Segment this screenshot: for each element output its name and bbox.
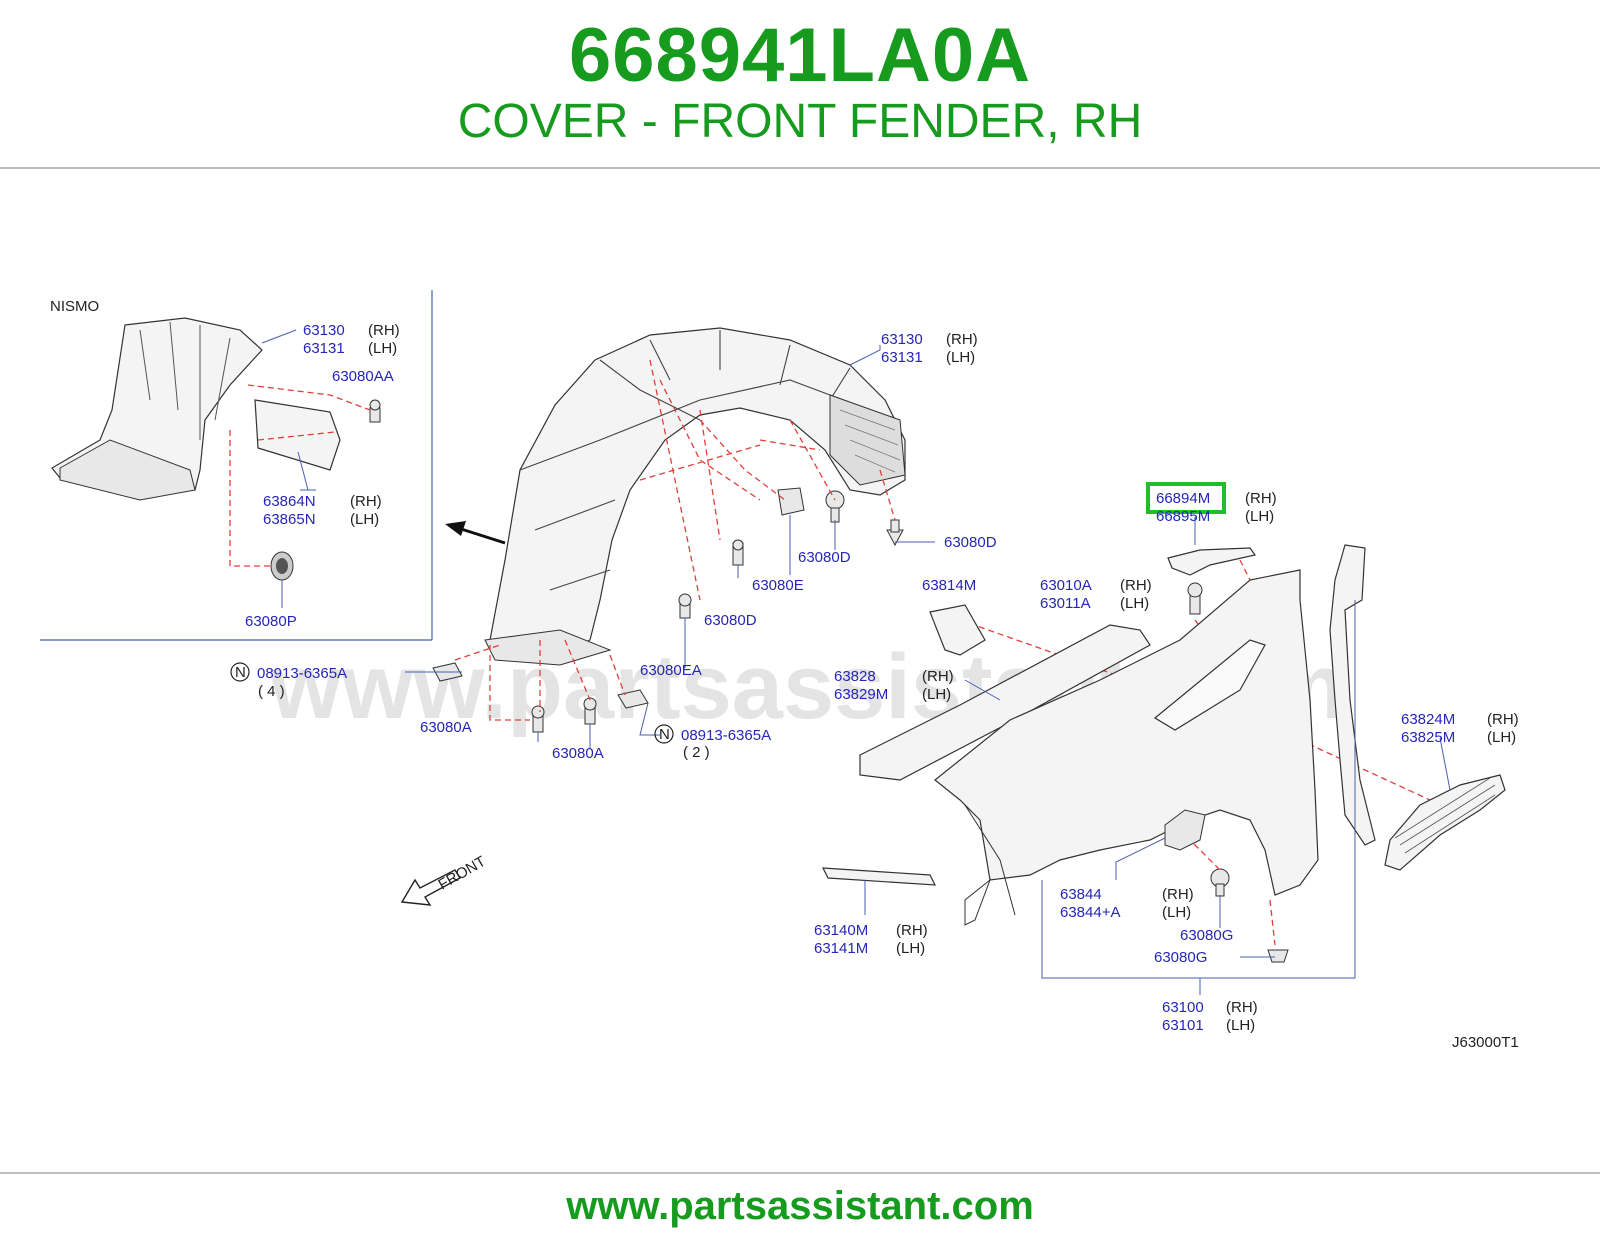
seal-66894m	[1167, 547, 1257, 576]
callout-63824m[interactable]: 63824M	[1401, 711, 1455, 728]
svg-text:(RH): (RH)	[1162, 886, 1194, 903]
front-label: FRONT	[436, 853, 489, 894]
svg-text:08913-6365A: 08913-6365A	[681, 727, 771, 744]
screw-63080d-a	[825, 490, 845, 523]
page-subtitle: COVER - FRONT FENDER, RH	[457, 95, 1143, 148]
clip-63080g-b	[1267, 949, 1289, 963]
svg-text:(LH): (LH)	[350, 511, 379, 528]
svg-text:( 4 ): ( 4 )	[258, 683, 285, 700]
callout-08913-6365a-qty4[interactable]: N 08913-6365A ( 4 )	[230, 662, 347, 700]
svg-text:08913-6365A: 08913-6365A	[257, 665, 347, 682]
callout-63130-inset[interactable]: 63130	[303, 322, 345, 339]
callout-63080a-right[interactable]: 63080A	[552, 745, 604, 762]
callout-63131[interactable]: 63131	[881, 349, 923, 366]
callout-63865n[interactable]: 63865N	[263, 511, 316, 528]
callout-63814m[interactable]: 63814M	[922, 577, 976, 594]
callout-66894m[interactable]: 66894M	[1156, 490, 1210, 507]
callout-63080e[interactable]: 63080E	[752, 577, 804, 594]
callout-63080g-upper[interactable]: 63080G	[1180, 927, 1233, 944]
svg-text:(RH): (RH)	[368, 322, 400, 339]
svg-text:(RH): (RH)	[1226, 999, 1258, 1016]
svg-text:(LH): (LH)	[1226, 1017, 1255, 1034]
callout-63844[interactable]: 63844	[1060, 886, 1102, 903]
callout-63010a[interactable]: 63010A	[1040, 577, 1092, 594]
clip-63080g-a	[1210, 868, 1230, 897]
callout-63080d-right[interactable]: 63080D	[944, 534, 997, 551]
front-fender-panel	[934, 569, 1319, 926]
callout-63080p[interactable]: 63080P	[245, 613, 297, 630]
fender-liner-main	[484, 327, 906, 666]
callout-63825m[interactable]: 63825M	[1401, 729, 1455, 746]
fasteners	[432, 487, 1289, 963]
callout-63829m[interactable]: 63829M	[834, 686, 888, 703]
screw-63080d-c	[732, 539, 744, 566]
header-divider	[0, 167, 1600, 169]
svg-text:(RH): (RH)	[922, 668, 954, 685]
svg-text:(LH): (LH)	[1120, 595, 1149, 612]
callout-63080ea[interactable]: 63080EA	[640, 662, 702, 679]
svg-text:(RH): (RH)	[350, 493, 382, 510]
callout-08913-6365a-qty2[interactable]: N 08913-6365A ( 2 )	[654, 724, 771, 761]
callout-63011a[interactable]: 63011A	[1040, 595, 1091, 612]
svg-text:(RH): (RH)	[1245, 490, 1277, 507]
inset-label-nismo: NISMO	[50, 298, 99, 315]
svg-text:(LH): (LH)	[1487, 729, 1516, 746]
bracket-63844	[1164, 809, 1206, 851]
n-symbol: N	[235, 664, 246, 681]
strip-63140m	[821, 867, 937, 886]
callout-63080d-left[interactable]: 63080D	[704, 612, 757, 629]
inset-liner-floor	[59, 439, 196, 501]
callout-63130[interactable]: 63130	[881, 331, 923, 348]
inset-splash-plate	[254, 399, 341, 471]
svg-text:(LH): (LH)	[368, 340, 397, 357]
bolt-63080a-b	[583, 697, 597, 725]
callout-63864n[interactable]: 63864N	[263, 493, 316, 510]
callout-63080a-left[interactable]: 63080A	[420, 719, 472, 736]
diagram-code: J63000T1	[1452, 1034, 1519, 1051]
callout-63844a[interactable]: 63844+A	[1060, 904, 1120, 921]
callout-63140m[interactable]: 63140M	[814, 922, 868, 939]
fender-edge-seal	[1329, 544, 1376, 846]
vent-grille-63824m	[1384, 774, 1506, 871]
callout-63101[interactable]: 63101	[1162, 1017, 1204, 1034]
callout-63080aa[interactable]: 63080AA	[332, 368, 394, 385]
nismo-inset: NISMO 63130 (RH) 63131 (LH) 63080AA 6386…	[40, 290, 433, 641]
footer-url[interactable]: www.partsassistant.com	[566, 1184, 1034, 1228]
svg-text:(LH): (LH)	[896, 940, 925, 957]
footer-divider	[0, 1172, 1600, 1174]
highlight-box	[1146, 482, 1226, 514]
rail-63010a	[859, 624, 1151, 781]
svg-text:( 2 ): ( 2 )	[683, 744, 710, 761]
callout-63080d-middle[interactable]: 63080D	[798, 549, 851, 566]
callout-66895m[interactable]: 66895M	[1156, 508, 1210, 525]
svg-text:(LH): (LH)	[1245, 508, 1274, 525]
callout-63131-inset[interactable]: 63131	[303, 340, 345, 357]
inset-grommet-63080p	[270, 551, 294, 581]
svg-text:(LH): (LH)	[1162, 904, 1191, 921]
svg-text:(RH): (RH)	[946, 331, 978, 348]
callout-63141m[interactable]: 63141M	[814, 940, 868, 957]
page-title: 668941LA0A	[568, 13, 1032, 98]
callout-63828[interactable]: 63828	[834, 668, 876, 685]
callout-63100[interactable]: 63100	[1162, 999, 1204, 1016]
bolt-63080a-a	[531, 705, 545, 733]
inset-arrow-icon	[445, 521, 506, 545]
svg-text:(RH): (RH)	[1487, 711, 1519, 728]
bracket-63814m	[929, 604, 986, 656]
inset-bolt-63080aa	[369, 399, 381, 423]
screw-63080ea	[678, 593, 692, 619]
svg-text:(RH): (RH)	[1120, 577, 1152, 594]
svg-text:N: N	[659, 726, 670, 743]
screw-63080d-b	[886, 519, 904, 547]
svg-text:(LH): (LH)	[922, 686, 951, 703]
clip-63080e	[777, 487, 805, 516]
bolt-63010a	[1187, 582, 1203, 615]
callout-63080g-lower[interactable]: 63080G	[1154, 949, 1207, 966]
svg-text:(LH): (LH)	[946, 349, 975, 366]
front-direction-arrow-icon: FRONT	[400, 853, 489, 906]
svg-text:(RH): (RH)	[896, 922, 928, 939]
